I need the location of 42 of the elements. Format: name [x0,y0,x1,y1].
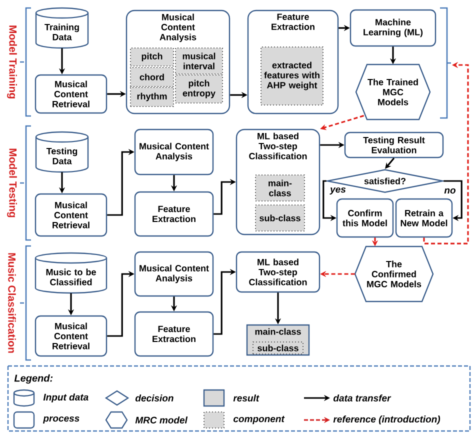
component-box: pitch entropy [175,74,223,104]
process-box: Feature Extraction [134,311,214,357]
section-label: Model Training [7,26,17,98]
process-box: Testing Result Evaluation [344,132,444,158]
process-box: Retrain a New Model [395,198,453,238]
component-box: sub-class [255,204,305,232]
section-label: Model Testing [7,148,17,218]
process-box: Feature Extraction [134,191,214,237]
legend-text: MRC model [135,416,188,424]
model-hexagon: The Trained MGC Models [355,64,431,120]
component-box: sub-class [252,342,304,354]
legend-text: data transfer [333,394,392,402]
process-box: Musical Content Retrieval [34,74,108,114]
database-cylinder: Testing Data [35,131,89,173]
arrow [444,180,462,222]
legend-text: component [234,416,285,424]
component-box: extracted features with AHP weight [260,46,324,106]
edge-label: yes [330,186,346,196]
arrow [385,158,395,169]
legend-text: process [43,416,80,424]
component-box: musical interval [175,48,223,74]
component-box: pitch [130,48,174,66]
component-box: main-class [255,174,305,202]
model-hexagon: The Confirmed MGC Models [354,246,434,302]
database-cylinder: Music to be Classified [34,252,108,294]
process-box: Musical Content Analysis [134,128,214,176]
legend-text: Input data [43,394,88,402]
process-box: Musical Content Retrieval [34,193,108,237]
section-label: Music Classification [8,253,16,353]
legend-text: reference (introduction) [333,416,440,424]
legend-text: decision [135,394,174,402]
legend-text: result [233,394,260,402]
process-box: ML based Two-step Classification [236,251,320,293]
component-box: chord [130,67,174,87]
process-box: Confirm this Model [336,198,394,238]
edge-label: no [444,188,456,194]
database-cylinder: Training Data [35,7,89,49]
process-box: Machine Learning (ML) [350,9,436,47]
process-box: Musical Content Retrieval [34,315,108,357]
component-box: rhythm [130,87,174,107]
legend-title: Legend: [14,374,53,384]
process-box: Musical Content Analysis [134,251,214,297]
